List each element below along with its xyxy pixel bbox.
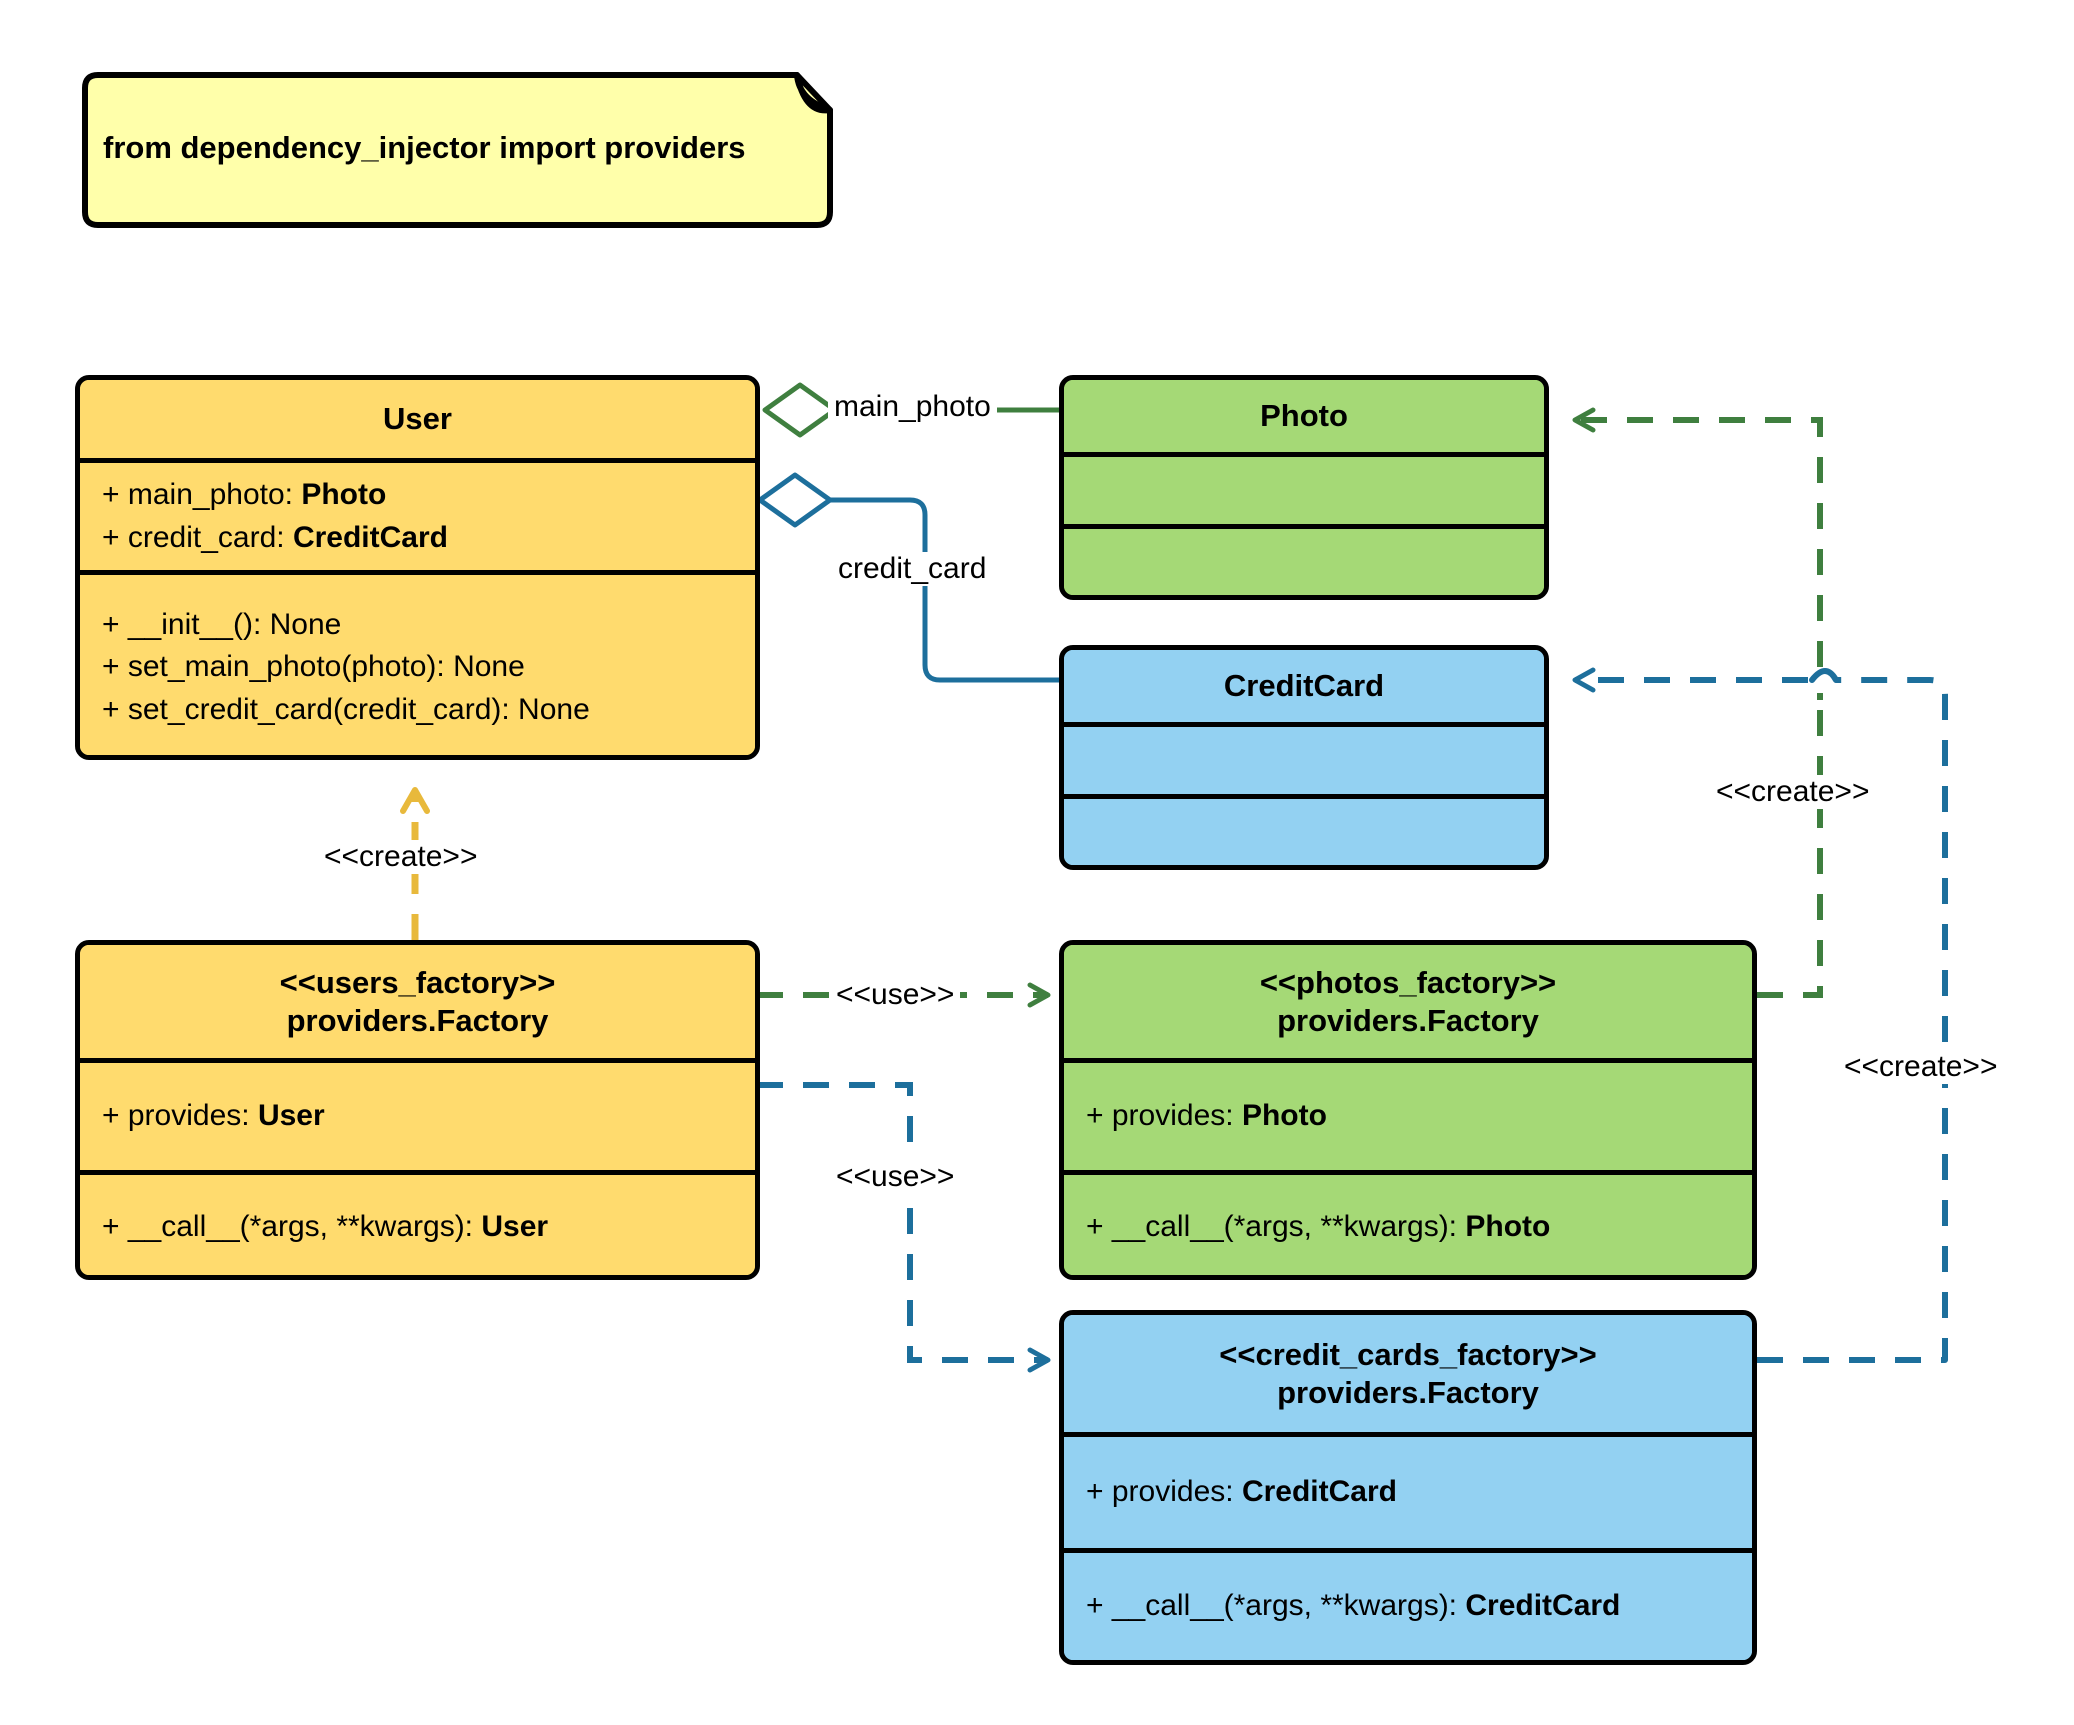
class-box-users-factory[interactable]: <<users_factory>> providers.Factory + pr… <box>75 940 760 1280</box>
class-user-title: User <box>383 401 452 437</box>
class-photo-header: Photo <box>1064 380 1544 452</box>
class-photo-attributes <box>1064 452 1544 524</box>
class-photo-methods <box>1064 524 1544 595</box>
class-creditcard-title: CreditCard <box>1223 668 1385 704</box>
class-credit-cards-factory-header: <<credit_cards_factory>> providers.Facto… <box>1064 1315 1752 1432</box>
class-credit-cards-factory-title: providers.Factory <box>1277 1374 1539 1410</box>
edge-label-use-photos-factory: <<use>> <box>830 978 961 1012</box>
note-shape <box>82 72 833 228</box>
attribute-row: + credit_card: CreditCard <box>102 520 448 554</box>
class-box-photos-factory[interactable]: <<photos_factory>> providers.Factory + p… <box>1059 940 1757 1280</box>
edge-label-main-photo: main_photo <box>828 390 997 424</box>
attribute-row: + main_photo: Photo <box>102 477 387 511</box>
class-users-factory-methods: + __call__(*args, **kwargs): User <box>80 1170 755 1275</box>
class-creditcard-header: CreditCard <box>1064 650 1544 722</box>
class-user-methods: + __init__(): None + set_main_photo(phot… <box>80 570 755 755</box>
method-row: + __init__(): None <box>102 607 342 641</box>
class-creditcard-methods <box>1064 794 1544 865</box>
class-users-factory-title: providers.Factory <box>286 1002 549 1038</box>
class-users-factory-attributes: + provides: User <box>80 1058 755 1170</box>
class-users-factory-header: <<users_factory>> providers.Factory <box>80 945 755 1058</box>
class-photos-factory-attributes: + provides: Photo <box>1064 1058 1752 1170</box>
class-user-header: User <box>80 380 755 458</box>
attribute-row: + provides: CreditCard <box>1086 1475 1397 1509</box>
class-photos-factory-stereotype: <<photos_factory>> <box>1259 964 1557 1000</box>
edge-label-create-credit-card: <<create>> <box>1838 1050 2004 1084</box>
class-box-creditcard[interactable]: CreditCard <box>1059 645 1549 870</box>
class-credit-cards-factory-stereotype: <<credit_cards_factory>> <box>1219 1336 1597 1372</box>
edge-photos-factory-creates-photo <box>1575 420 1823 998</box>
class-photos-factory-methods: + __call__(*args, **kwargs): Photo <box>1064 1170 1752 1275</box>
class-user-attributes: + main_photo: Photo + credit_card: Credi… <box>80 458 755 570</box>
class-credit-cards-factory-attributes: + provides: CreditCard <box>1064 1432 1752 1548</box>
import-note: from dependency_injector import provider… <box>75 70 835 230</box>
class-photo-title: Photo <box>1260 398 1348 434</box>
edge-label-create-user: <<create>> <box>318 840 484 874</box>
attribute-row: + provides: Photo <box>1086 1099 1327 1133</box>
class-credit-cards-factory-methods: + __call__(*args, **kwargs): CreditCard <box>1064 1548 1752 1660</box>
class-box-credit-cards-factory[interactable]: <<credit_cards_factory>> providers.Facto… <box>1059 1310 1757 1665</box>
method-row: + __call__(*args, **kwargs): Photo <box>1086 1210 1551 1244</box>
method-row: + set_main_photo(photo): None <box>102 650 525 684</box>
class-creditcard-attributes <box>1064 722 1544 794</box>
attribute-row: + provides: User <box>102 1099 325 1133</box>
method-row: + set_credit_card(credit_card): None <box>102 692 590 726</box>
class-box-user[interactable]: User + main_photo: Photo + credit_card: … <box>75 375 760 760</box>
edge-label-credit-card: credit_card <box>832 552 993 586</box>
import-note-text: from dependency_injector import provider… <box>103 130 746 165</box>
class-users-factory-stereotype: <<users_factory>> <box>279 964 556 1000</box>
class-photos-factory-title: providers.Factory <box>1277 1002 1539 1038</box>
method-row: + __call__(*args, **kwargs): CreditCard <box>1086 1589 1621 1623</box>
edge-users-factory-uses-credit-cards-factory <box>757 1082 1051 1373</box>
method-row: + __call__(*args, **kwargs): User <box>102 1210 549 1244</box>
class-photos-factory-header: <<photos_factory>> providers.Factory <box>1064 945 1752 1058</box>
edge-label-use-credit-cards-factory: <<use>> <box>830 1160 961 1194</box>
edge-label-create-photo: <<create>> <box>1710 775 1876 809</box>
class-box-photo[interactable]: Photo <box>1059 375 1549 600</box>
